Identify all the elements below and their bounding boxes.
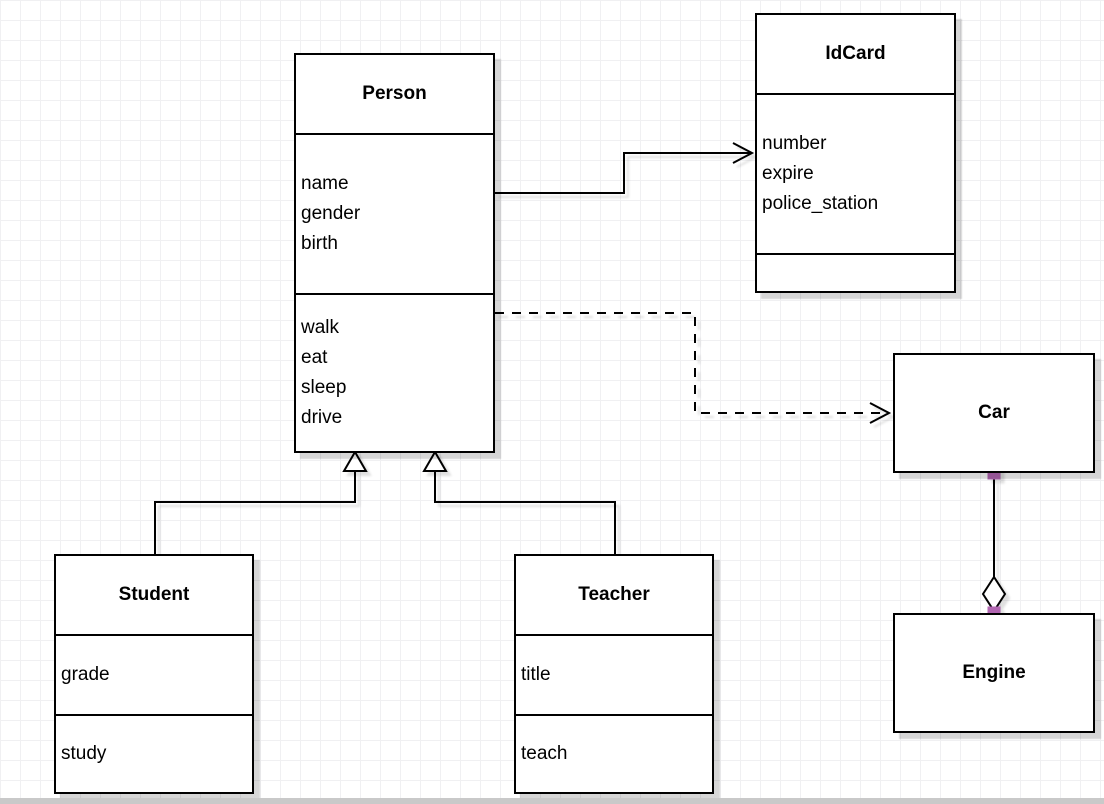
dependency-person-car[interactable]: [495, 312, 884, 414]
attribute: grade: [61, 664, 110, 685]
method: sleep: [301, 377, 347, 398]
class-person-title: Person: [362, 83, 427, 104]
class-idcard[interactable]: IdCard number expire police_station: [755, 13, 956, 293]
attribute: expire: [762, 163, 814, 184]
class-teacher-methods: teach: [516, 714, 712, 792]
class-student[interactable]: Student grade study: [54, 554, 254, 794]
class-engine-title: Engine: [962, 662, 1026, 683]
hollow-triangle-teacher-icon: [422, 450, 448, 472]
class-person[interactable]: Person name gender birth walk eat sleep …: [294, 53, 495, 453]
class-student-methods: study: [56, 714, 252, 792]
method: teach: [521, 743, 568, 764]
canvas-bottom-edge: [0, 798, 1104, 804]
method: eat: [301, 347, 328, 368]
attribute: title: [521, 664, 551, 685]
class-teacher-title: Teacher: [578, 584, 650, 605]
open-arrowhead-idcard-icon: [732, 142, 755, 164]
class-student-attributes: grade: [56, 634, 252, 714]
generalization-student-person[interactable]: [154, 472, 356, 554]
class-idcard-methods: [757, 253, 954, 291]
method: walk: [301, 317, 340, 338]
class-teacher-attributes: title: [516, 634, 712, 714]
attribute: gender: [301, 203, 361, 224]
class-engine[interactable]: Engine: [893, 613, 1095, 733]
class-teacher[interactable]: Teacher title teach: [514, 554, 714, 794]
attribute: police_station: [762, 193, 879, 214]
open-arrowhead-car-icon: [869, 402, 892, 424]
generalization-teacher-person[interactable]: [434, 472, 616, 554]
attribute: name: [301, 173, 349, 194]
class-person-attributes: name gender birth: [296, 133, 493, 293]
attribute: birth: [301, 233, 338, 254]
association-person-idcard[interactable]: [495, 152, 750, 194]
hollow-triangle-student-icon: [342, 450, 368, 472]
class-person-methods: walk eat sleep drive: [296, 293, 493, 451]
class-car-title: Car: [978, 402, 1010, 423]
method: drive: [301, 407, 343, 428]
class-car[interactable]: Car: [893, 353, 1095, 473]
class-idcard-title: IdCard: [825, 43, 886, 64]
attribute: number: [762, 133, 827, 154]
method: study: [61, 743, 107, 764]
class-student-title: Student: [118, 584, 190, 605]
hollow-diamond-icon: [981, 575, 1007, 613]
class-idcard-attributes: number expire police_station: [757, 93, 954, 253]
